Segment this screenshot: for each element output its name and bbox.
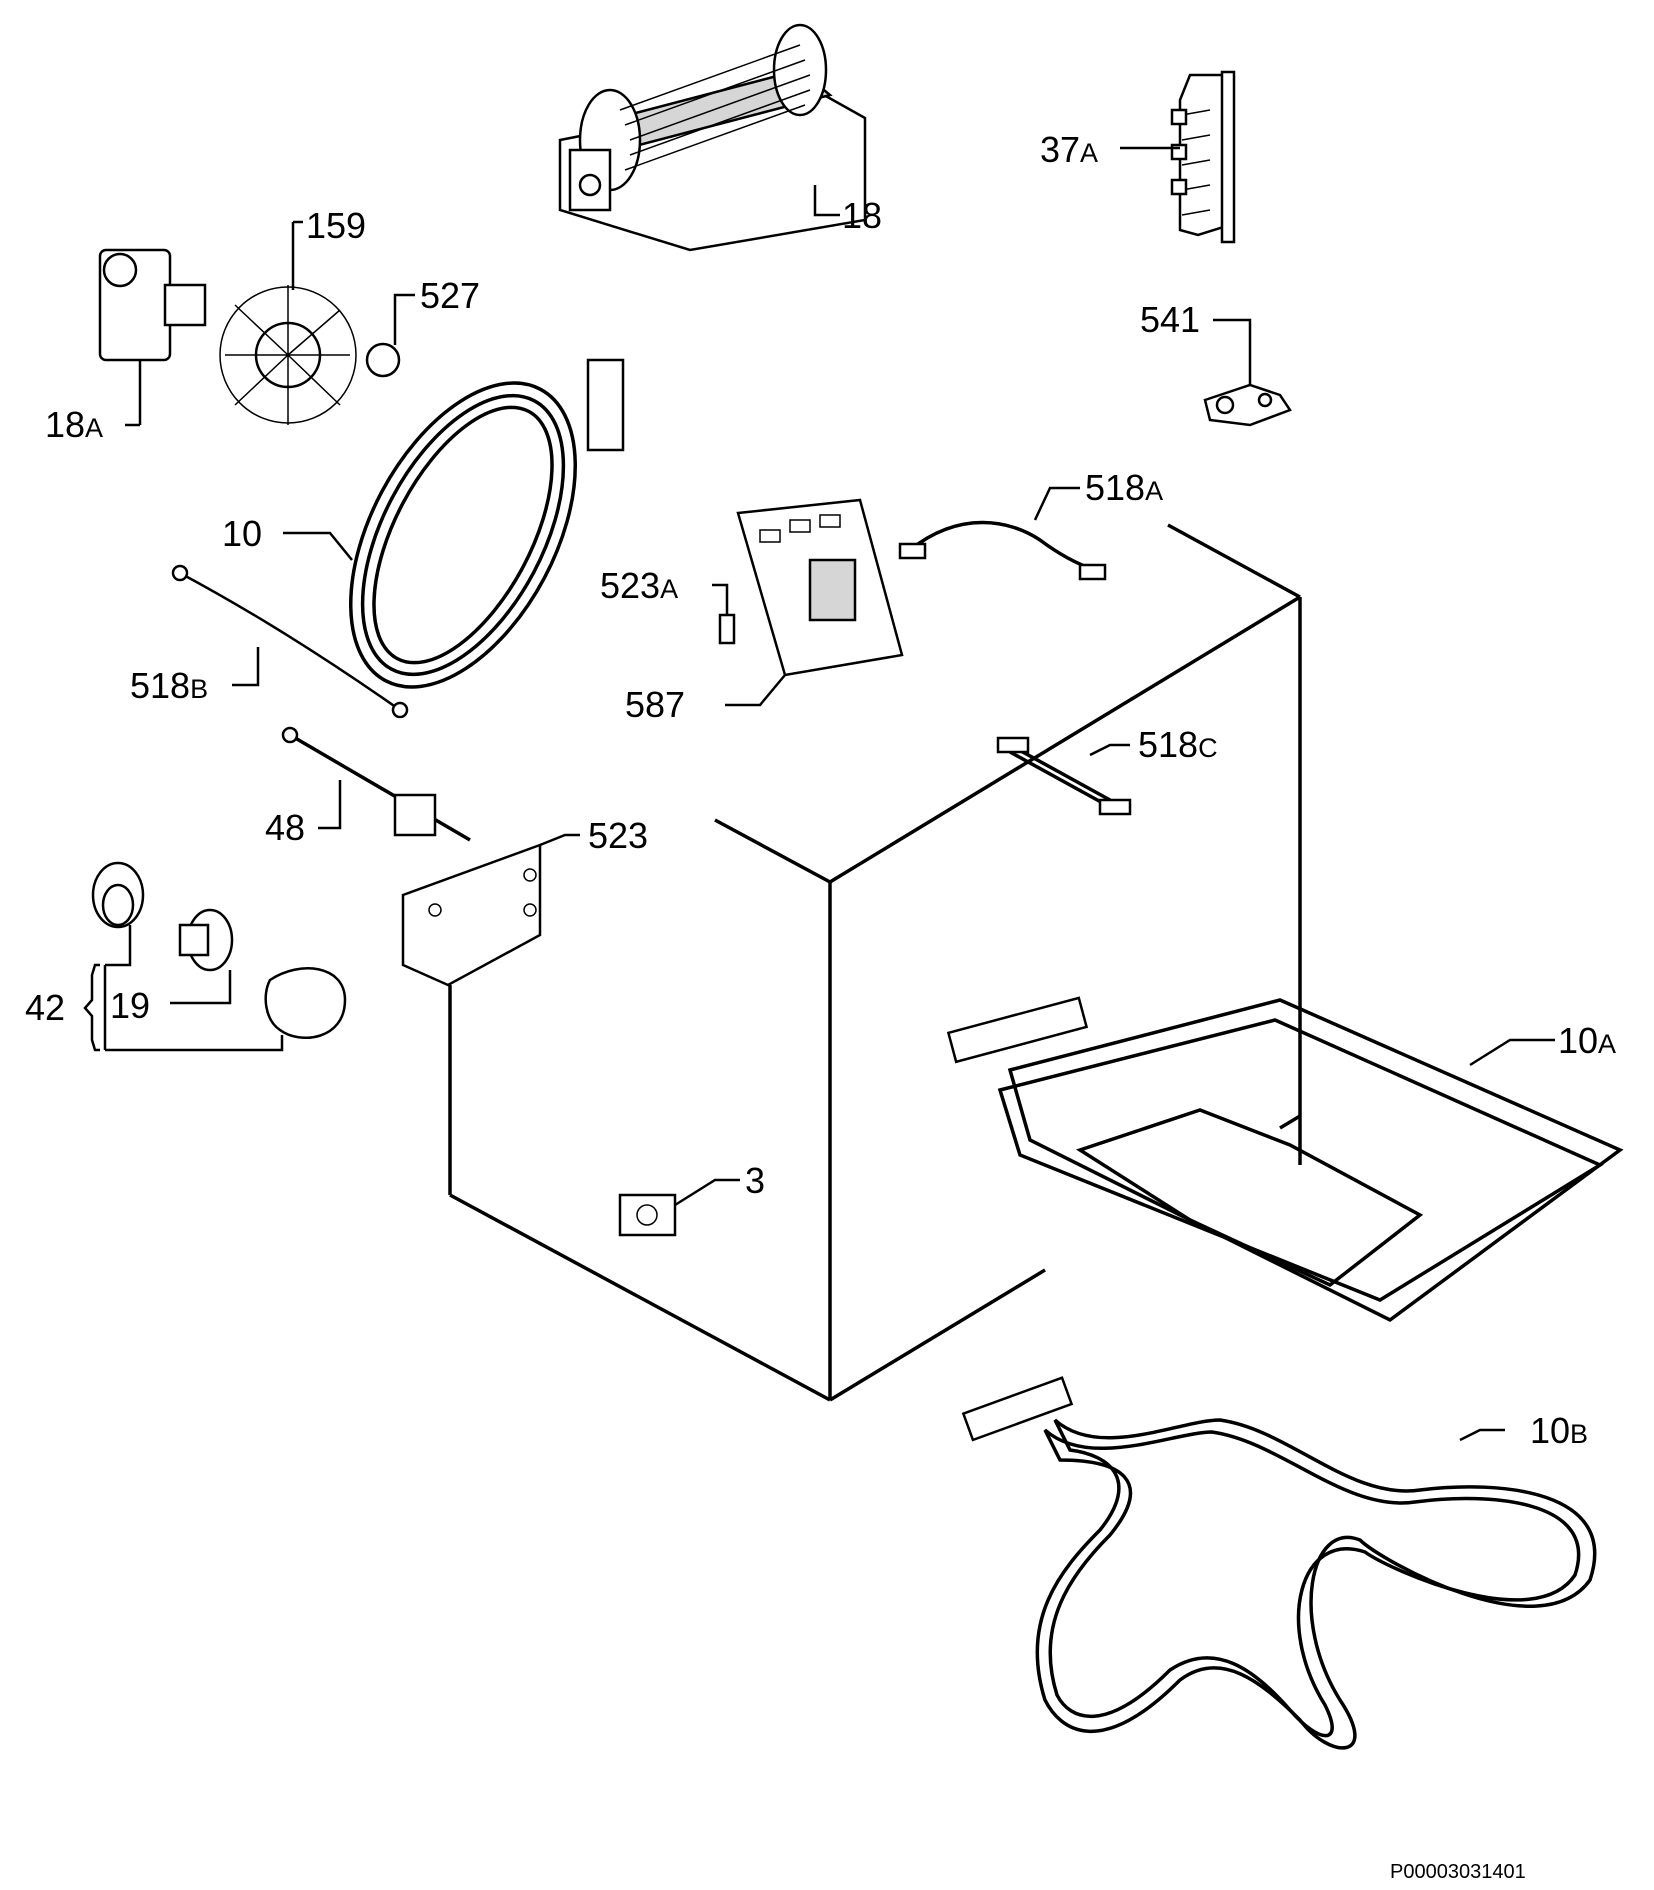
callout-10b: 10B [1530, 1410, 1588, 1451]
callout-19: 19 [110, 985, 150, 1026]
fan-blade-part [219, 220, 357, 425]
callout-10: 10 [222, 513, 262, 554]
callout-527: 527 [420, 275, 480, 316]
fan-motor-part [98, 248, 207, 427]
small-connector-part [712, 583, 736, 645]
callout-523: 523 [588, 815, 648, 856]
bottom-heating-element-part [961, 1376, 1597, 1750]
callout-42: 42 [25, 987, 65, 1028]
ring-heating-element-part [283, 358, 625, 689]
callout-37a: 37A [1040, 129, 1098, 170]
callout-48: 48 [265, 807, 305, 848]
callout-18: 18 [842, 195, 882, 236]
callout-523a: 523A [600, 565, 678, 606]
grill-element-a-part [946, 996, 1624, 1323]
callout-159: 159 [306, 205, 366, 246]
callout-518b: 518B [130, 665, 208, 706]
tangential-fan-part [558, 23, 867, 252]
callout-518c: 518C [1138, 724, 1218, 765]
wire-b-part [171, 564, 409, 719]
fan-nut-part [365, 293, 415, 378]
ribbon-connector-c-part [996, 736, 1132, 816]
callout-541: 541 [1140, 299, 1200, 340]
mounting-bracket-part [401, 833, 580, 987]
group-brace-42 [83, 963, 100, 1052]
callout-587: 587 [625, 684, 685, 725]
control-board-part [725, 498, 904, 707]
connector-clip-part [1203, 318, 1292, 427]
drawing-code: P00003031401 [1390, 1861, 1526, 1883]
callout-labels: 18 37A 159 527 18A 541 518A 10 523A 518B… [25, 129, 1616, 1451]
temperature-probe-part [281, 726, 471, 842]
oven-cavity-box [448, 523, 1302, 1402]
callout-18a: 18A [45, 404, 103, 445]
thermostat-part [618, 1178, 740, 1237]
oven-lamp-assembly-part [91, 861, 347, 1052]
callout-518a: 518A [1085, 467, 1163, 508]
callout-3: 3 [745, 1160, 765, 1201]
callout-10a: 10A [1558, 1020, 1616, 1061]
terminal-block-part [1120, 70, 1236, 244]
wiring-harness-a-part [898, 486, 1107, 581]
